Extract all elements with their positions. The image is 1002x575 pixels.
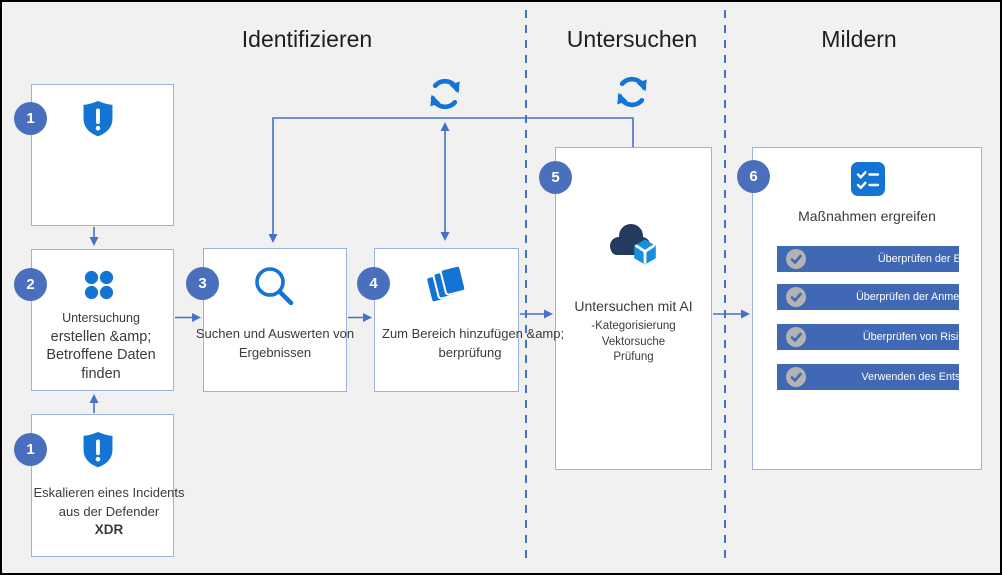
- text-line: Suchen und Auswerten von: [195, 326, 355, 341]
- grid-dots-icon: [84, 270, 114, 300]
- step-badge-2: 2: [14, 268, 47, 301]
- check-circle-icon: [786, 367, 806, 387]
- check-circle-icon: [786, 287, 806, 307]
- cube-edges: [635, 244, 655, 264]
- phase-separator-line: [724, 10, 726, 563]
- text-line: -Kategorisierung: [591, 320, 676, 332]
- check-circle-icon: [786, 327, 806, 347]
- text-line: berprüfung: [438, 344, 502, 360]
- search-label: Suchen und Auswerten von Ergebnissen: [188, 325, 362, 362]
- step-badge-6: 6: [737, 160, 770, 193]
- take-action-title: Maßnahmen ergreifen: [798, 208, 936, 224]
- add-scope-label: Zum Bereich hinzufügen &amp; berprüfung: [382, 325, 565, 362]
- check-circle-icon: [786, 249, 806, 269]
- text-line: Ergebnissen: [238, 344, 312, 360]
- text-line: Prüfung: [613, 351, 654, 363]
- shield-alert-icon: [83, 101, 113, 137]
- step-badge-3: 3: [186, 267, 219, 300]
- shield-alert-icon: [83, 432, 113, 468]
- step-badge-1b: 1: [14, 433, 47, 466]
- action-bar-label: Überprüfen der Anmeldeinformationen: [855, 291, 959, 303]
- escalate-label: Eskalieren eines Incidents aus der Defen…: [24, 484, 194, 540]
- step-badge-4: 4: [357, 267, 390, 300]
- text-line: Vektorsuche: [601, 335, 666, 348]
- action-bar: Überprüfen von Risikobewertungen: [777, 324, 959, 350]
- action-bar: Überprüfen der Entschärfung: [777, 246, 959, 272]
- step-badge-5: 5: [539, 161, 572, 194]
- text-line: Eskalieren eines Incidents: [33, 485, 185, 500]
- cloud-ai-icon: [610, 224, 656, 265]
- checklist-icon: [851, 162, 885, 196]
- search-icon: [255, 267, 294, 306]
- text-line: erstellen &amp;: [50, 328, 152, 345]
- step-badge-1: 1: [14, 102, 47, 135]
- action-bar-label: Überprüfen der Entschärfung: [877, 253, 959, 265]
- action-bar-label: Verwenden des Entschärfungsplans: [861, 371, 959, 383]
- create-investigation-label: Untersuchung erstellen &amp; Betroffene …: [18, 309, 184, 383]
- phase-header-investigate: Untersuchen: [566, 26, 698, 52]
- step-box-search: [203, 248, 347, 392]
- investigate-ai-label: Untersuchen mit AI -Kategorisierung Vekt…: [555, 297, 712, 366]
- phase-separator-line: [525, 10, 527, 563]
- text-line: Untersuchen mit AI: [574, 298, 693, 314]
- layers-icon: [425, 265, 467, 304]
- action-bar: Verwenden des Entschärfungsplans: [777, 364, 959, 390]
- refresh-icon: [617, 76, 647, 108]
- action-bar-label: Überprüfen von Risikobewertungen: [862, 331, 959, 343]
- text-line: Zum Bereich hinzufügen &amp;: [382, 326, 565, 341]
- text-line: aus der Defender: [58, 503, 160, 519]
- refresh-icon: [430, 78, 460, 110]
- phase-header-identify: Identifizieren: [241, 26, 373, 52]
- text-line: finden: [81, 365, 121, 382]
- text-line: Untersuchung: [62, 311, 140, 325]
- text-line: Betroffene Daten: [46, 347, 156, 363]
- text-line: XDR: [94, 522, 124, 537]
- action-bar: Überprüfen der Anmeldeinformationen: [777, 284, 959, 310]
- phase-header-mitigate: Mildern: [821, 26, 897, 52]
